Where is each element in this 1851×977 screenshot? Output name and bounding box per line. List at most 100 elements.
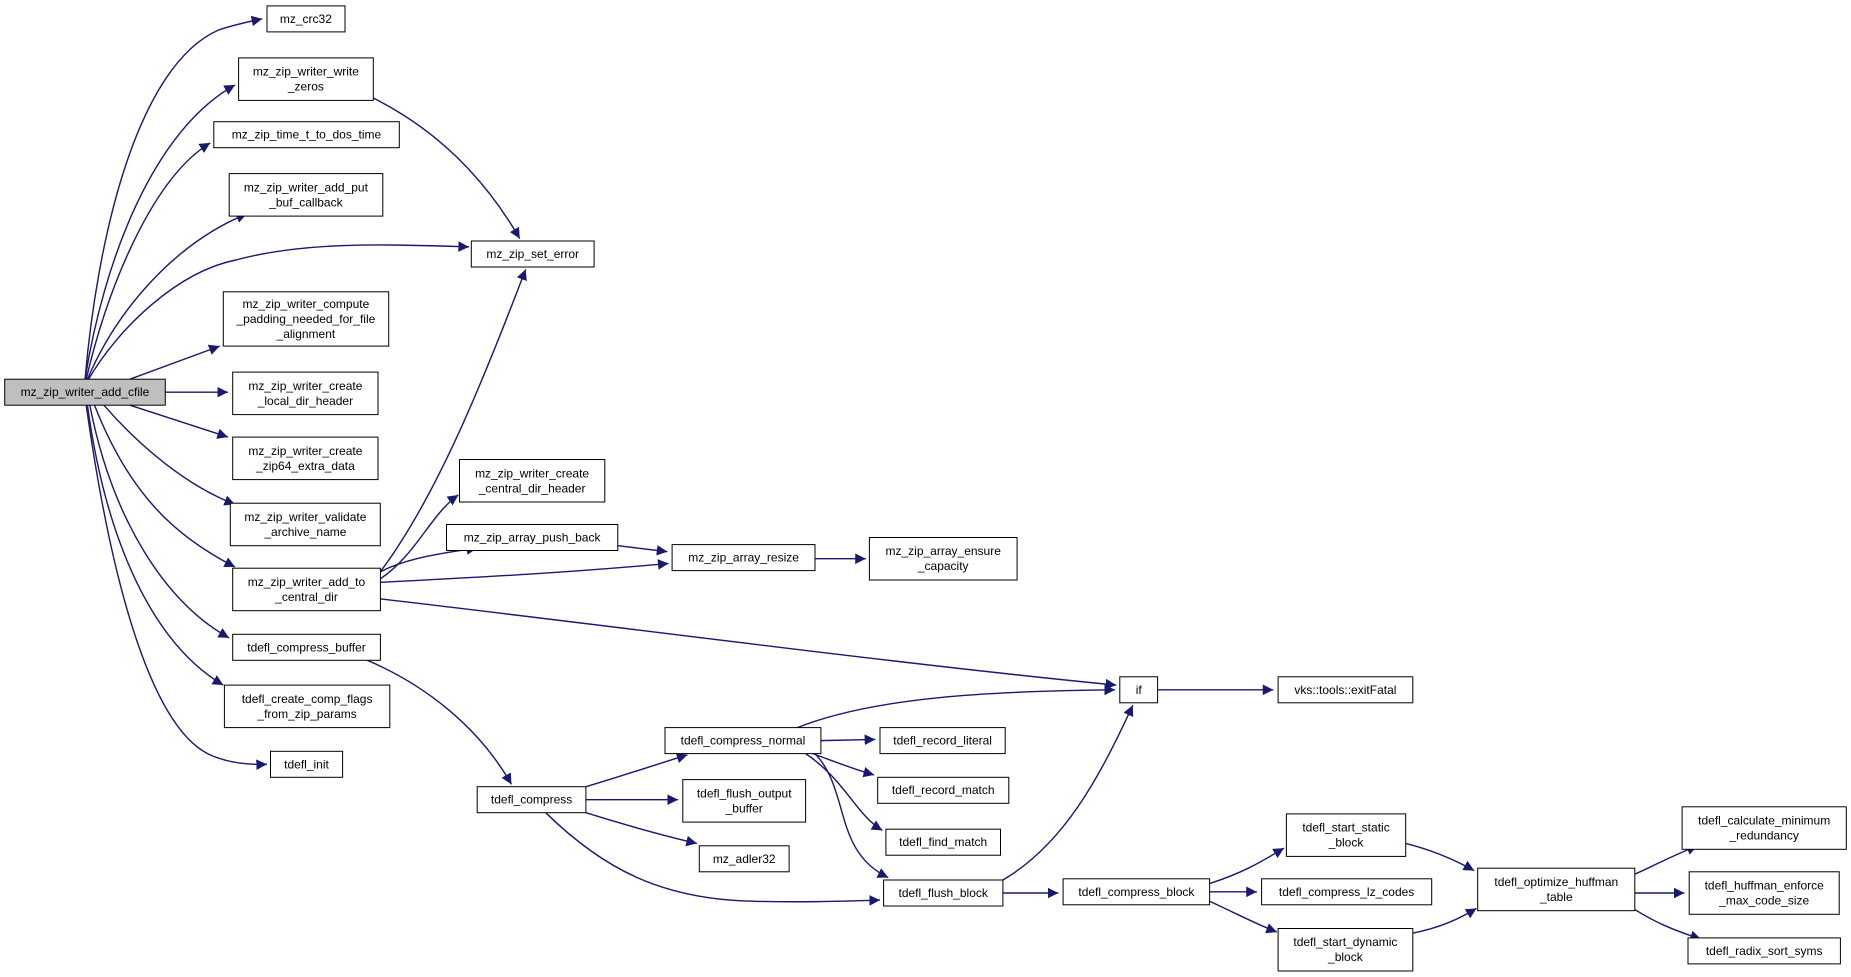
node-mz-zip-writer-add-to-central-dir[interactable]: mz_zip_writer_add_to_central_dir — [232, 567, 381, 612]
node-mz-crc32[interactable]: mz_crc32 — [266, 5, 346, 33]
node-box[interactable] — [1285, 813, 1407, 857]
edge-n21-to-n27 — [814, 753, 889, 879]
node-box[interactable] — [238, 57, 374, 101]
node-box[interactable] — [232, 436, 379, 481]
node-box[interactable] — [868, 537, 1018, 581]
node-mz-zip-writer-create-local-dir-header[interactable]: mz_zip_writer_create_local_dir_header — [232, 371, 379, 416]
node-box[interactable] — [476, 786, 587, 814]
node-box[interactable] — [459, 459, 606, 503]
node-box[interactable] — [446, 524, 619, 551]
node-mz-zip-writer-add-put-buf-callback[interactable]: mz_zip_writer_add_put_buf_callback — [228, 173, 384, 217]
node-box[interactable] — [664, 727, 822, 755]
node-tdefl-record-match[interactable]: tdefl_record_match — [877, 776, 1010, 804]
node-mz-zip-writer-validate-archive-name[interactable]: mz_zip_writer_validate_archive_name — [229, 502, 381, 547]
node-label: tdefl_optimize_huffman — [1494, 875, 1618, 889]
edge-line — [797, 684, 1116, 729]
node-box[interactable] — [1277, 676, 1414, 704]
node-box[interactable] — [232, 633, 381, 661]
node-box[interactable] — [1688, 871, 1840, 915]
node-box[interactable] — [1681, 806, 1847, 850]
node-mz-zip-writer-compute-padding-needed-for-file-alignment[interactable]: mz_zip_writer_compute_padding_needed_for… — [222, 291, 390, 347]
node-mz-zip-set-error[interactable]: mz_zip_set_error — [470, 240, 595, 268]
node-tdefl-flush-output-buffer[interactable]: tdefl_flush_output_buffer — [682, 779, 807, 823]
node-box[interactable] — [1277, 928, 1414, 972]
node-box[interactable] — [270, 750, 344, 778]
node-tdefl-compress-block[interactable]: tdefl_compress_block — [1062, 878, 1211, 906]
node-tdefl-optimize-huffman-table[interactable]: tdefl_optimize_huffman_table — [1477, 867, 1636, 912]
edge-n32-to-n33 — [1634, 844, 1698, 875]
edge-n2-to-n5 — [372, 97, 521, 239]
node-mz-zip-writer-add-cfile[interactable]: mz_zip_writer_add_cfile — [4, 378, 166, 406]
node-box[interactable] — [877, 776, 1010, 804]
node-box[interactable] — [4, 378, 166, 406]
node-mz-zip-array-ensure-capacity[interactable]: mz_zip_array_ensure_capacity — [868, 537, 1018, 581]
edge-line — [814, 753, 889, 879]
node-box[interactable] — [879, 727, 1006, 755]
node-tdefl-huffman-enforce-max-code-size[interactable]: tdefl_huffman_enforce_max_code_size — [1688, 871, 1840, 915]
node-box[interactable] — [1119, 676, 1159, 704]
node-label: tdefl_record_match — [892, 783, 995, 797]
node-mz-zip-writer-write-zeros[interactable]: mz_zip_writer_write_zeros — [238, 57, 374, 101]
node-box[interactable] — [883, 879, 1004, 907]
node-tdefl-compress[interactable]: tdefl_compress — [476, 786, 587, 814]
node-box[interactable] — [232, 371, 379, 416]
node-box[interactable] — [470, 240, 595, 268]
node-box[interactable] — [671, 544, 816, 572]
node-label: _table — [1539, 890, 1573, 904]
node-tdefl-compress-normal[interactable]: tdefl_compress_normal — [664, 727, 822, 755]
node-mz-zip-writer-create-central-dir-header[interactable]: mz_zip_writer_create_central_dir_header — [459, 459, 606, 503]
node-box[interactable] — [232, 567, 381, 612]
node-box[interactable] — [213, 121, 400, 149]
node-tdefl-compress-lz-codes[interactable]: tdefl_compress_lz_codes — [1261, 878, 1433, 906]
node-box[interactable] — [229, 502, 381, 547]
edge-n0-to-n4 — [86, 212, 248, 380]
node-tdefl-init[interactable]: tdefl_init — [270, 750, 344, 778]
edge-line — [85, 405, 267, 770]
node-vks-tools-exitfatal[interactable]: vks::tools::exitFatal — [1277, 676, 1414, 704]
node-box[interactable] — [222, 291, 390, 347]
node-tdefl-find-match[interactable]: tdefl_find_match — [885, 828, 1002, 856]
node-if[interactable]: if — [1119, 676, 1159, 704]
node-box[interactable] — [698, 845, 790, 873]
node-label: _capacity — [917, 559, 969, 573]
node-mz-zip-writer-create-zip64-extra-data[interactable]: mz_zip_writer_create_zip64_extra_data — [232, 436, 379, 481]
node-tdefl-start-static-block[interactable]: tdefl_start_static_block — [1285, 813, 1407, 857]
edge-n0-to-n18 — [86, 405, 224, 686]
edge-line — [372, 97, 521, 239]
node-label: tdefl_start_static — [1302, 821, 1389, 835]
node-box[interactable] — [682, 779, 807, 823]
node-box[interactable] — [1062, 878, 1211, 906]
node-mz-zip-time-t-to-dos-time[interactable]: mz_zip_time_t_to_dos_time — [213, 121, 400, 149]
edge-line — [367, 659, 513, 785]
edge-line — [1634, 844, 1698, 875]
node-label: mz_crc32 — [280, 12, 332, 26]
node-tdefl-create-comp-flags-from-zip-params[interactable]: tdefl_create_comp_flags_from_zip_params — [223, 684, 391, 729]
edge-line — [84, 15, 263, 380]
node-label: tdefl_calculate_minimum — [1698, 814, 1830, 828]
edge-layer — [84, 15, 1702, 941]
node-box[interactable] — [1261, 878, 1433, 906]
node-mz-zip-array-push-back[interactable]: mz_zip_array_push_back — [446, 524, 619, 551]
node-tdefl-radix-sort-syms[interactable]: tdefl_radix_sort_syms — [1687, 937, 1841, 965]
node-label: tdefl_compress_normal — [681, 734, 806, 748]
node-mz-adler32[interactable]: mz_adler32 — [698, 845, 790, 873]
node-label: _zip64_extra_data — [255, 459, 355, 473]
node-label: mz_zip_writer_validate — [244, 510, 366, 524]
node-tdefl-record-literal[interactable]: tdefl_record_literal — [879, 727, 1006, 755]
node-label: mz_zip_time_t_to_dos_time — [232, 128, 382, 142]
node-label: tdefl_record_literal — [893, 734, 992, 748]
node-tdefl-flush-block[interactable]: tdefl_flush_block — [883, 879, 1004, 907]
node-box[interactable] — [228, 173, 384, 217]
edge-n20-to-n23 — [585, 812, 698, 847]
node-box[interactable] — [1477, 867, 1636, 912]
node-box[interactable] — [1687, 937, 1841, 965]
node-box[interactable] — [266, 5, 346, 33]
node-box[interactable] — [885, 828, 1002, 856]
node-mz-zip-array-resize[interactable]: mz_zip_array_resize — [671, 544, 816, 572]
node-tdefl-calculate-minimum-redundancy[interactable]: tdefl_calculate_minimum_redundancy — [1681, 806, 1847, 850]
node-box[interactable] — [223, 684, 391, 729]
node-label: _redundancy — [1729, 829, 1799, 843]
node-tdefl-start-dynamic-block[interactable]: tdefl_start_dynamic_block — [1277, 928, 1414, 972]
node-label: mz_zip_writer_add_cfile — [21, 385, 150, 399]
node-tdefl-compress-buffer[interactable]: tdefl_compress_buffer — [232, 633, 381, 661]
